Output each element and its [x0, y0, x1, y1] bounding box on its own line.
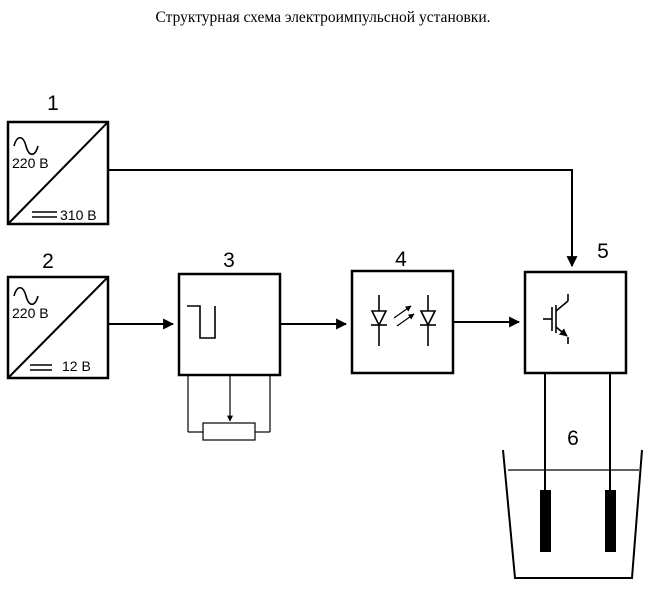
block-3-pulse-generator: 3 [179, 249, 280, 440]
block-2-number: 2 [42, 250, 54, 273]
diagram-title: Структурная схема электроимпульсной уста… [155, 9, 490, 26]
block-1-number: 1 [47, 92, 59, 115]
electrode-icon [605, 490, 616, 552]
block-1-power-supply: 1 220 В 310 В [8, 92, 108, 224]
signal-connections [108, 170, 572, 324]
block-6-bath: 6 [503, 373, 642, 578]
block-5-number: 5 [597, 240, 609, 263]
block-2-input-voltage: 220 В [12, 305, 49, 321]
electrode-icon [540, 490, 551, 552]
block-4-optocoupler: 4 [352, 248, 453, 373]
block-6-number: 6 [567, 427, 579, 450]
block-1-input-voltage: 220 В [12, 155, 49, 171]
block-1-output-voltage: 310 В [60, 207, 97, 223]
potentiometer-icon [188, 375, 270, 440]
block-3-number: 3 [223, 249, 235, 272]
block-2-output-voltage: 12 В [62, 358, 91, 374]
block-4-number: 4 [395, 248, 407, 271]
block-5-transistor-switch: 5 [525, 240, 626, 373]
block-2-power-supply: 2 220 В 12 В [8, 250, 108, 378]
